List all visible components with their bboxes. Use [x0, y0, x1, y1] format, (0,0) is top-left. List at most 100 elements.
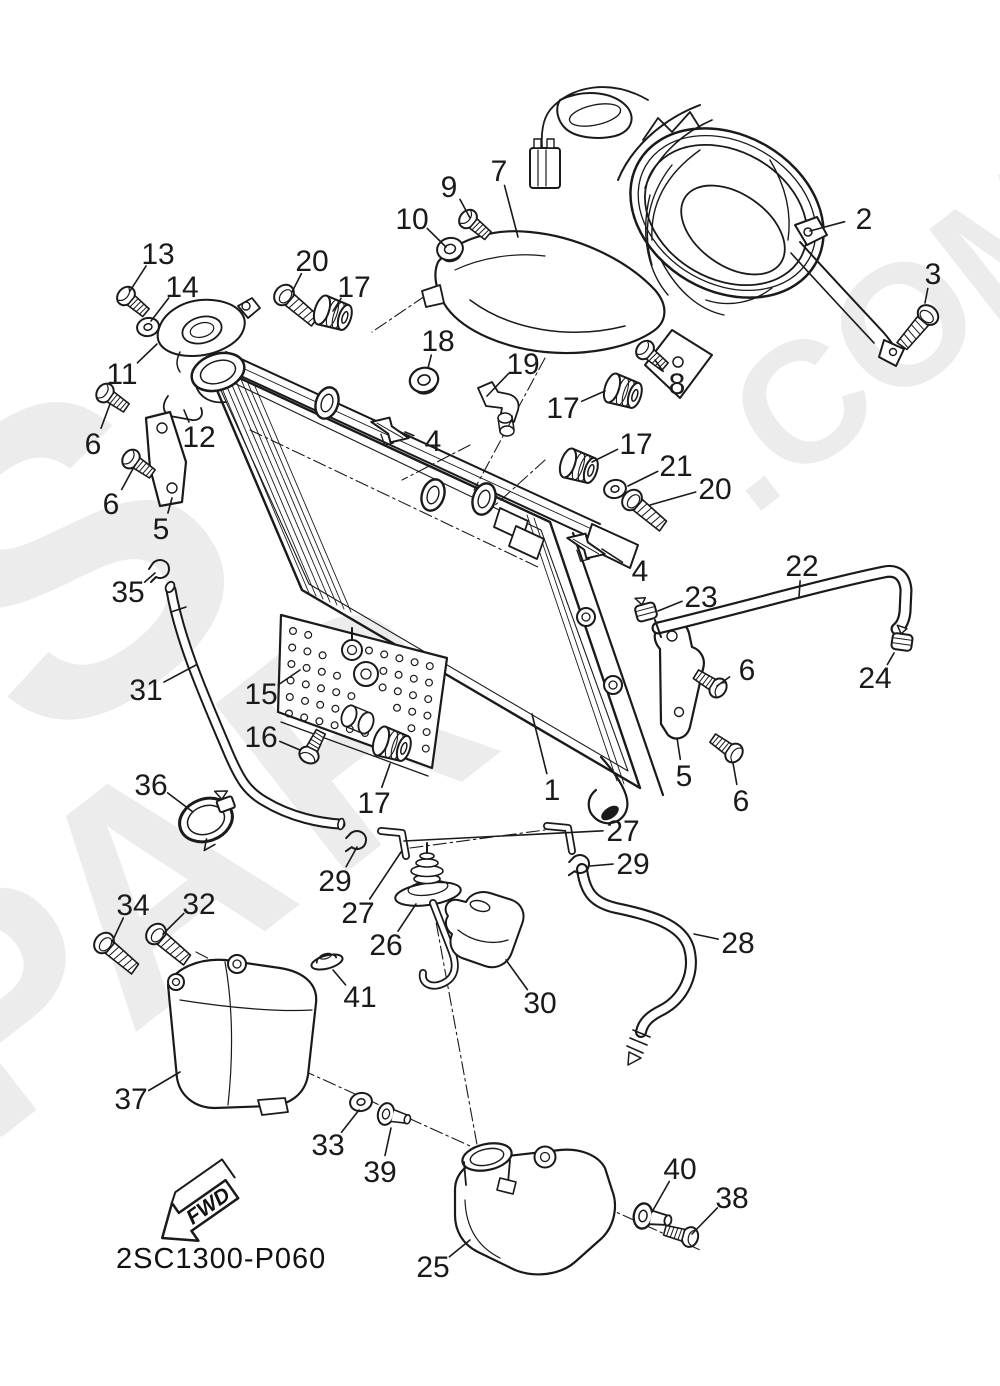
fan-shroud — [421, 230, 713, 399]
protector-hole — [304, 630, 313, 639]
protector-hole — [393, 703, 402, 712]
leader-line — [657, 600, 683, 612]
part-number-32: 32 — [182, 888, 215, 921]
hose-clamp-36 — [178, 790, 236, 852]
part-number-29: 29 — [616, 848, 649, 881]
washer-33 — [347, 1089, 375, 1115]
leader-line — [459, 198, 471, 219]
part-number-4: 4 — [425, 425, 442, 458]
protector-hole — [421, 744, 430, 753]
hoses — [164, 564, 913, 1066]
part-number-29: 29 — [318, 865, 351, 898]
leader-line — [129, 265, 147, 292]
leader-line — [649, 491, 697, 506]
bracket-30 — [444, 891, 525, 969]
leader-line — [691, 1207, 719, 1235]
leader-line — [654, 359, 665, 373]
leader-line — [732, 762, 738, 786]
leader-line — [924, 287, 929, 304]
part-number-34: 34 — [116, 889, 149, 922]
leader-line — [136, 343, 158, 364]
leader-line — [368, 851, 402, 900]
screw-6 — [705, 728, 748, 767]
leader-line — [601, 548, 624, 564]
protector-hole — [301, 680, 310, 689]
part-number-33: 33 — [311, 1129, 344, 1162]
part-number-6: 6 — [103, 488, 120, 521]
leader-line — [651, 1180, 671, 1213]
part-number-27: 27 — [341, 897, 374, 930]
leader-line — [404, 431, 415, 437]
protector-hole — [316, 700, 325, 709]
leader-line — [332, 969, 347, 986]
leader-line — [426, 227, 447, 248]
leader-line — [380, 763, 391, 789]
radiator-cap-cover — [144, 297, 261, 508]
leader-line — [167, 497, 173, 514]
protector-hole — [331, 704, 340, 713]
leader-line — [162, 912, 185, 935]
grommet-17 — [555, 445, 603, 488]
part-number-17: 17 — [357, 787, 390, 820]
protector-hole — [394, 670, 403, 679]
protector-hole — [285, 709, 294, 718]
part-number-25: 25 — [416, 1251, 449, 1284]
protector-hole — [288, 643, 297, 652]
leader-line — [278, 740, 301, 751]
leader-line — [147, 1071, 181, 1092]
radiator-protector — [276, 613, 449, 777]
leader-line — [427, 354, 433, 369]
part-number-15: 15 — [244, 678, 277, 711]
leader-line — [589, 863, 614, 867]
mount-ring — [416, 475, 450, 515]
protector-hole — [332, 688, 341, 697]
leader-line — [580, 390, 606, 403]
protector-hole — [380, 650, 389, 659]
protector-hole — [409, 691, 418, 700]
part-number-31: 31 — [129, 674, 162, 707]
protector-hole — [318, 651, 327, 660]
protector-hole — [330, 721, 339, 730]
protector-hole — [393, 687, 402, 696]
sensor-bracket — [477, 381, 520, 437]
leader-line — [809, 220, 846, 232]
leader-line — [183, 409, 190, 423]
diagram-line-art: FWD 2SC1300-P060 — [89, 86, 944, 1276]
leader-line — [693, 933, 720, 940]
grommet-18 — [405, 363, 443, 399]
protector-hole — [317, 684, 326, 693]
leader-line — [397, 903, 417, 933]
leader-line — [627, 470, 659, 487]
part-number-22: 22 — [785, 550, 818, 583]
part-number-2: 2 — [856, 203, 873, 236]
leader-line — [486, 372, 510, 397]
protector-hole — [422, 728, 431, 737]
overflow-funnel-26 — [394, 842, 462, 990]
part-number-14: 14 — [165, 271, 198, 304]
protector-hole — [409, 674, 418, 683]
protector-hole — [300, 713, 309, 722]
part-number-21: 21 — [659, 450, 692, 483]
leader-line — [100, 403, 111, 430]
leader-line — [277, 669, 301, 686]
protector-hole — [424, 695, 433, 704]
bushing-39 — [374, 1100, 414, 1132]
part-number-26: 26 — [369, 929, 402, 962]
screw-13 — [112, 282, 154, 322]
protector-hole — [317, 667, 326, 676]
protector-hole — [395, 654, 404, 663]
protector-hole — [365, 646, 374, 655]
breather-pipe — [162, 395, 203, 421]
part-number-20: 20 — [698, 473, 731, 506]
part-number-6: 6 — [739, 654, 756, 687]
part-number-18: 18 — [421, 325, 454, 358]
part-number-11: 11 — [106, 358, 137, 391]
bolt-20 — [617, 484, 672, 536]
protector-hole — [333, 671, 342, 680]
protector-hole — [423, 711, 432, 720]
part-number-10: 10 — [395, 203, 428, 236]
leader-line — [503, 184, 519, 238]
part-number-7: 7 — [491, 155, 508, 188]
protector-holes — [285, 626, 434, 753]
leader-line — [384, 1127, 392, 1157]
